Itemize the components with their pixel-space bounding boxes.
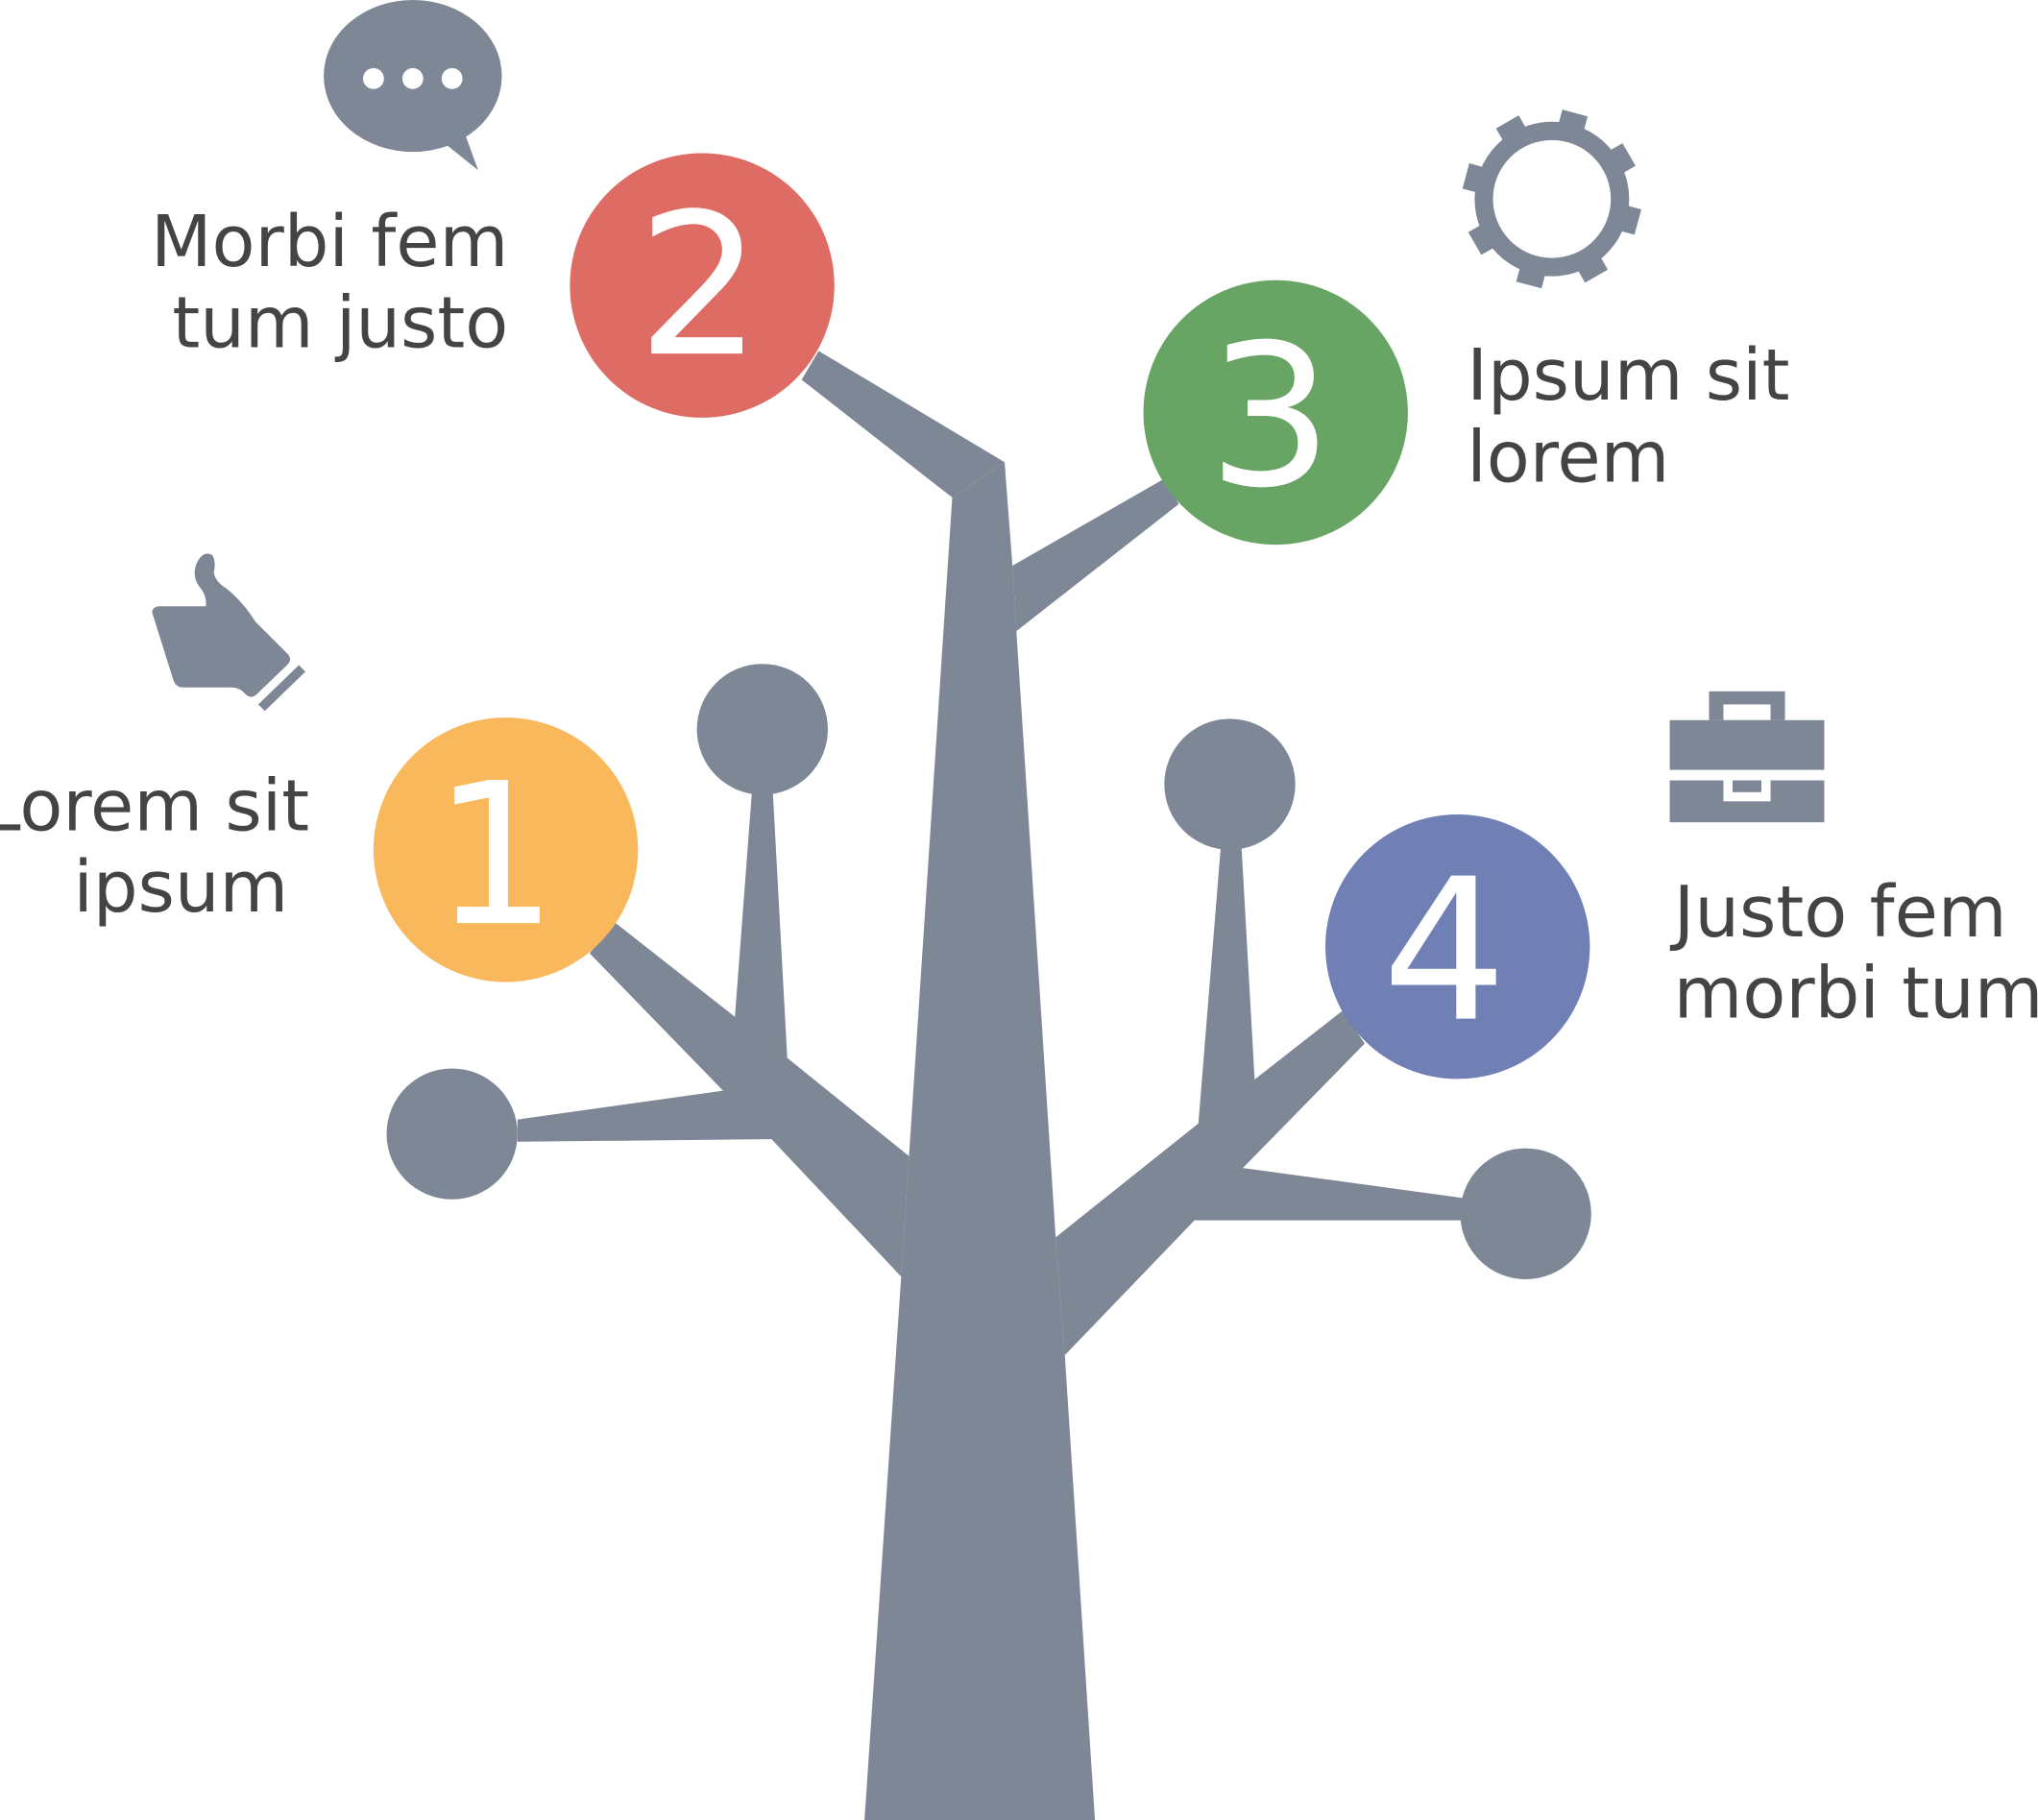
leaf-node xyxy=(1164,718,1296,850)
leaf-node xyxy=(1460,1148,1591,1279)
trunk xyxy=(864,462,1096,1820)
step-4-number: 4 xyxy=(1382,837,1507,1066)
twig-right xyxy=(1198,848,1255,1124)
step-3-number: 3 xyxy=(1208,303,1333,531)
gear-icon xyxy=(1462,109,1641,289)
step-1-label-line2: ipsum xyxy=(73,847,288,929)
step-4-label-line1: Justo fem xyxy=(1670,872,2007,954)
twig-left xyxy=(735,791,788,1058)
branch-left xyxy=(517,923,910,1277)
step-1-label-line1: Lorem sit xyxy=(0,765,309,847)
step-4-circle xyxy=(1325,813,1590,1080)
step-1: 1 Lorem sit ipsum xyxy=(0,717,639,983)
branch-right xyxy=(1055,1010,1464,1356)
step-4: 4 Justo fem morbi tum xyxy=(1325,813,2038,1080)
step-3-label-line2: lorem xyxy=(1467,418,1669,499)
step-2-circle xyxy=(570,153,835,418)
step-2-label-line2: tum justo xyxy=(172,282,508,364)
step-1-number: 1 xyxy=(433,741,558,970)
leaf-node xyxy=(696,664,828,795)
step-3-label-line1: Ipsum sit xyxy=(1467,335,1789,417)
speech-bubble-icon xyxy=(324,0,502,171)
step-2-number: 2 xyxy=(637,172,762,400)
branch-3 xyxy=(1012,477,1179,632)
step-3-circle xyxy=(1143,279,1408,546)
leaf-node xyxy=(386,1068,518,1200)
briefcase-icon xyxy=(1669,691,1825,823)
step-2-label-line1: Morbi fem xyxy=(151,202,508,283)
step-4-label-line2: morbi tum xyxy=(1674,953,2038,1034)
step-2: 2 Morbi fem tum justo xyxy=(151,153,835,418)
step-3: 3 Ipsum sit lorem xyxy=(1143,279,1789,546)
thumbs-up-icon xyxy=(152,553,305,712)
branch-2 xyxy=(801,351,1006,498)
tree xyxy=(386,351,1591,1820)
step-1-circle xyxy=(373,717,639,983)
